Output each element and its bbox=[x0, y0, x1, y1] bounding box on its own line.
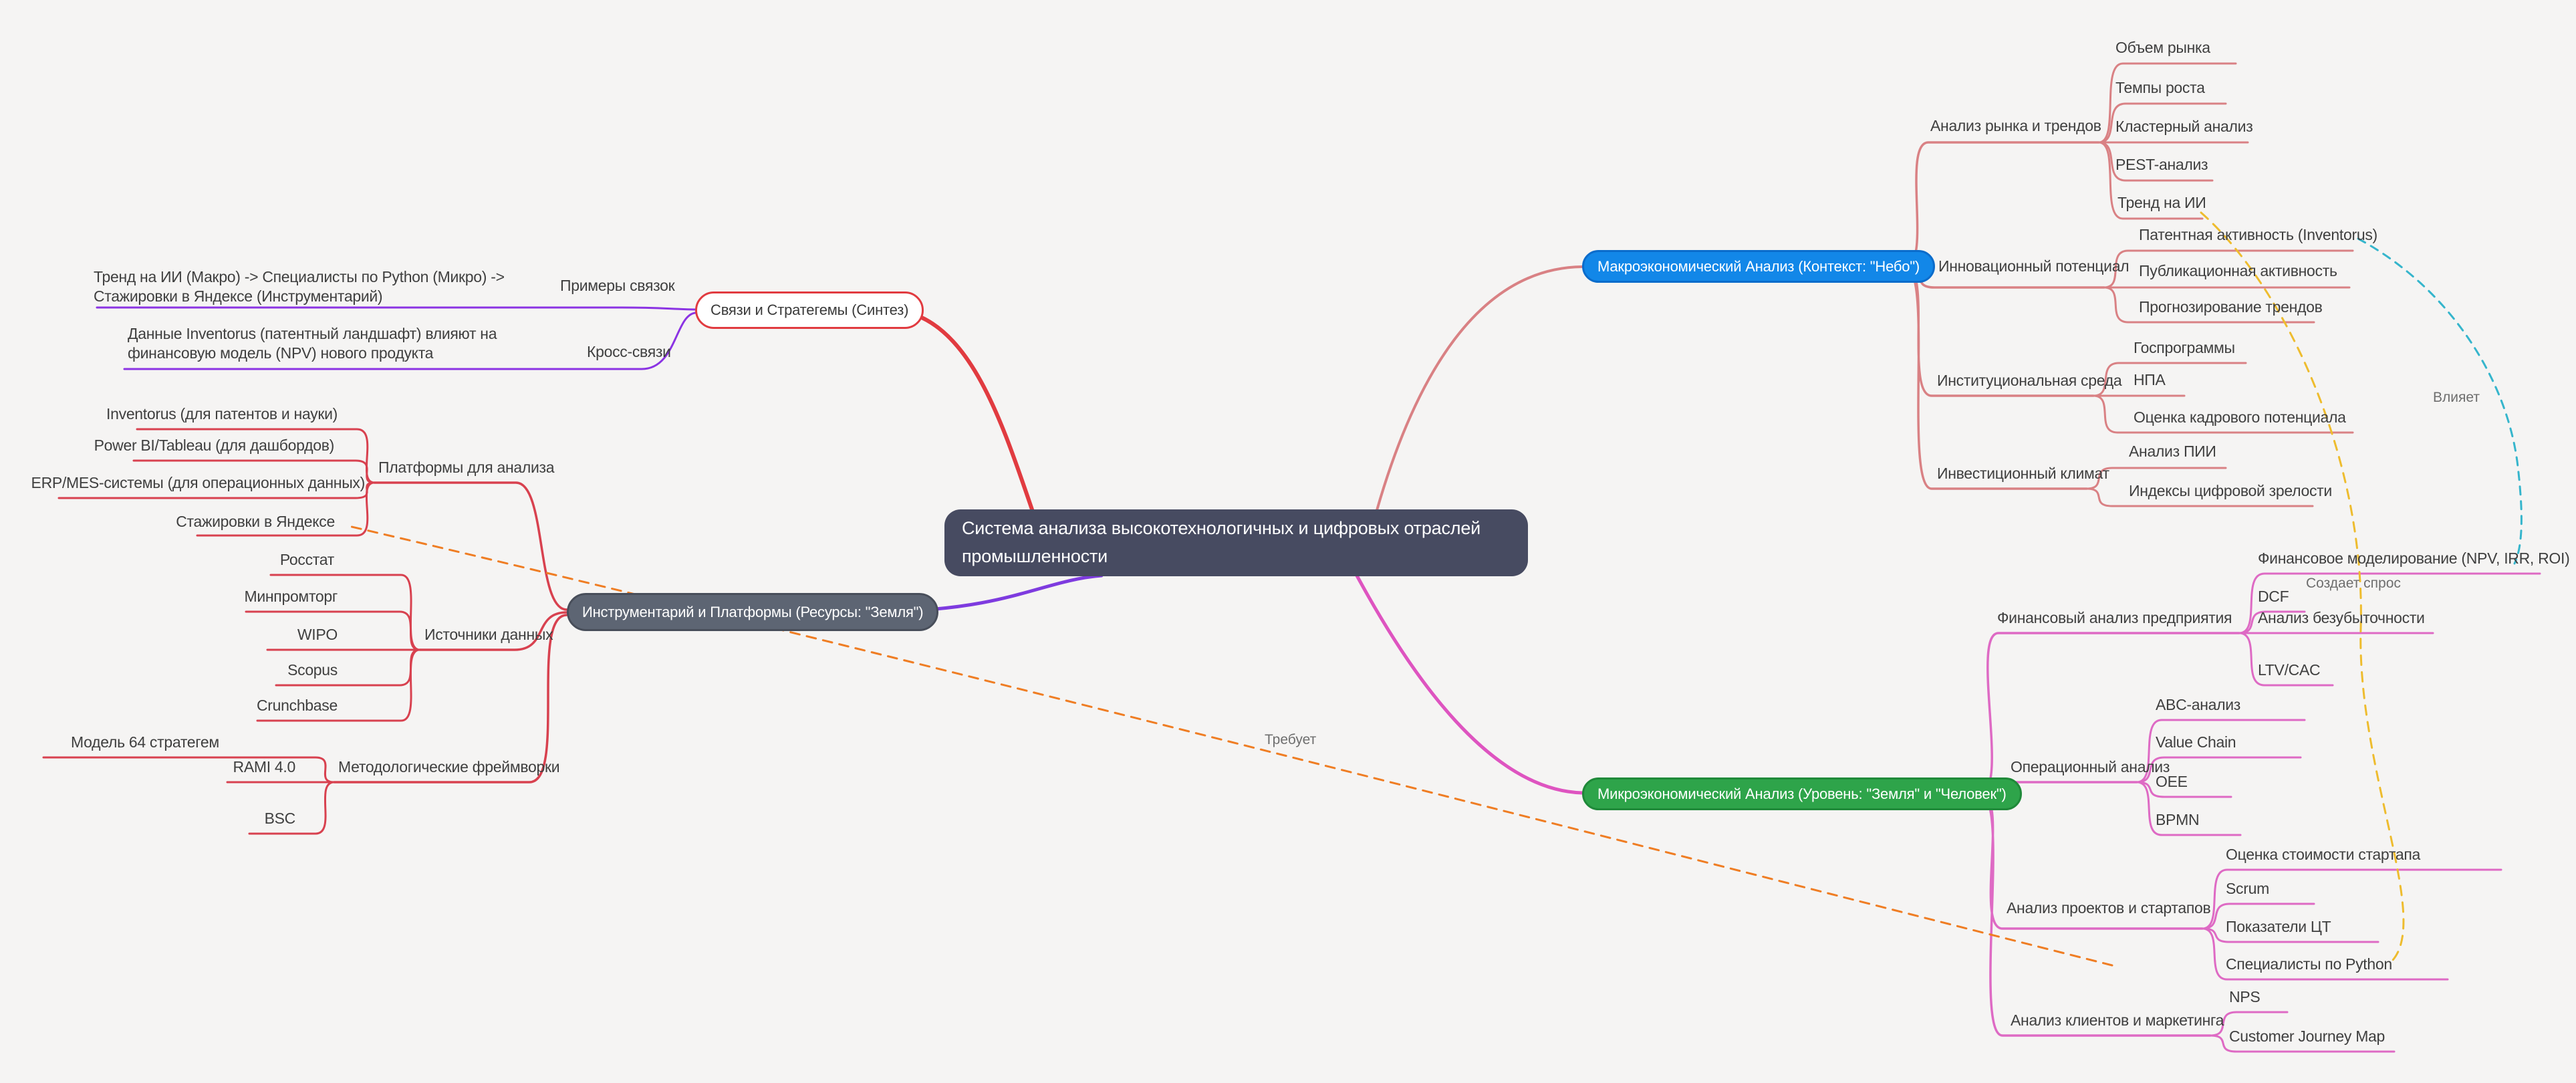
relation-label-creates-demand[interactable]: Создает спрос bbox=[2306, 576, 2401, 591]
topic-patent-activity[interactable]: Патентная активность (Inventorus) bbox=[2139, 226, 2377, 244]
topic-scrum[interactable]: Scrum bbox=[2226, 880, 2269, 898]
topic-investment-climate[interactable]: Инвестиционный климат bbox=[1937, 465, 2109, 483]
topic-bsc[interactable]: BSC bbox=[264, 810, 296, 828]
topic-yandex-internships[interactable]: Стажировки в Яндексе bbox=[176, 513, 335, 531]
synthesis-topic[interactable]: Связи и Стратегемы (Синтез) bbox=[695, 291, 924, 329]
topic-ai-trend[interactable]: Тренд на ИИ bbox=[2117, 194, 2206, 212]
topic-crunchbase[interactable]: Crunchbase bbox=[256, 697, 338, 715]
topic-minpromtorg[interactable]: Минпромторг bbox=[244, 588, 338, 606]
topic-analysis-platforms[interactable]: Платформы для анализа bbox=[378, 459, 555, 477]
topic-cluster-analysis[interactable]: Кластерный анализ bbox=[2115, 118, 2253, 136]
edge-central-micro bbox=[1355, 574, 1584, 795]
topic-publication-activity[interactable]: Публикационная активность bbox=[2139, 262, 2337, 280]
topic-institutional-environment[interactable]: Институциональная среда bbox=[1937, 372, 2122, 390]
edges-frameworks-leaves bbox=[42, 756, 336, 835]
edges-platforms-leaves bbox=[57, 428, 376, 537]
topic-64-stratagems-model[interactable]: Модель 64 стратегем bbox=[71, 733, 219, 751]
topic-hr-potential-assessment[interactable]: Оценка кадрового потенциала bbox=[2134, 408, 2346, 427]
topic-erp-mes-systems[interactable]: ERP/MES-системы (для операционных данных… bbox=[31, 474, 366, 492]
edges-market-trends-leaves bbox=[2097, 62, 2249, 220]
relation-creates-demand-line bbox=[2200, 211, 2405, 961]
topic-gov-programs[interactable]: Госпрограммы bbox=[2134, 339, 2235, 357]
edges-tools-branches bbox=[333, 481, 568, 784]
topic-link-examples[interactable]: Примеры связок bbox=[560, 277, 675, 295]
topic-projects-startups-analysis[interactable]: Анализ проектов и стартапов bbox=[2007, 899, 2211, 917]
topic-inventorus-platform[interactable]: Inventorus (для патентов и науки) bbox=[106, 405, 338, 423]
topic-rami-40[interactable]: RAMI 4.0 bbox=[233, 758, 296, 776]
topic-abc-analysis[interactable]: ABC-анализ bbox=[2156, 696, 2241, 714]
relation-influences-line bbox=[2357, 237, 2523, 565]
relation-label-requires[interactable]: Требует bbox=[1265, 732, 1317, 747]
edges-synthesis-children bbox=[96, 306, 696, 370]
topic-cross-link-example[interactable]: Данные Inventorus (патентный ландшафт) в… bbox=[128, 325, 497, 362]
edges-customers-leaves bbox=[2209, 1011, 2396, 1053]
topic-scopus[interactable]: Scopus bbox=[287, 661, 338, 679]
central-topic[interactable]: Система анализа высокотехнологичных и ци… bbox=[944, 509, 1528, 576]
topic-cross-links[interactable]: Кросс-связи bbox=[587, 343, 671, 361]
edge-central-synthesis bbox=[895, 308, 1035, 513]
topic-ltv-cac[interactable]: LTV/CAC bbox=[2258, 661, 2321, 679]
topic-python-specialists[interactable]: Специалисты по Python bbox=[2226, 955, 2392, 973]
topic-rosstat[interactable]: Росстат bbox=[279, 551, 334, 569]
topic-customers-marketing-analysis[interactable]: Анализ клиентов и маркетинга bbox=[2011, 1011, 2224, 1030]
topic-growth-rates[interactable]: Темпы роста bbox=[2115, 79, 2205, 97]
topic-bpmn[interactable]: BPMN bbox=[2156, 811, 2200, 829]
macro-topic[interactable]: Макроэкономический Анализ (Контекст: "Не… bbox=[1582, 250, 1936, 283]
edges-operational-leaves bbox=[2136, 719, 2306, 836]
topic-data-sources[interactable]: Источники данных bbox=[424, 626, 553, 644]
topic-operational-analysis[interactable]: Операционный анализ bbox=[2011, 758, 2170, 776]
topic-financial-analysis[interactable]: Финансовый анализ предприятия bbox=[1997, 609, 2232, 627]
topic-nps[interactable]: NPS bbox=[2229, 988, 2261, 1006]
topic-trend-forecasting[interactable]: Прогнозирование трендов bbox=[2139, 298, 2323, 316]
edges-innovation-leaves bbox=[2103, 249, 2354, 324]
topic-pest-analysis[interactable]: PEST-анализ bbox=[2115, 156, 2208, 174]
topic-regulations-npa[interactable]: НПА bbox=[2134, 371, 2166, 389]
topic-innovation-potential[interactable]: Инновационный потенциал bbox=[1938, 257, 2130, 275]
edges-investment-leaves bbox=[2085, 467, 2314, 507]
topic-digital-maturity-indices[interactable]: Индексы цифровой зрелости bbox=[2129, 482, 2332, 500]
topic-dt-indicators[interactable]: Показатели ЦТ bbox=[2226, 918, 2331, 936]
edges-macro-branches bbox=[1905, 141, 2105, 490]
topic-wipo[interactable]: WIPO bbox=[297, 626, 338, 644]
topic-breakeven-analysis[interactable]: Анализ безубыточности bbox=[2258, 609, 2425, 627]
edges-institutional-leaves bbox=[2092, 362, 2354, 434]
topic-dcf[interactable]: DCF bbox=[2258, 588, 2289, 606]
relation-requires-line bbox=[348, 525, 2113, 967]
topic-market-volume[interactable]: Объем рынка bbox=[2115, 39, 2210, 57]
edge-central-macro bbox=[1376, 265, 1583, 511]
topic-financial-modeling[interactable]: Финансовое моделирование (NPV, IRR, ROI) bbox=[2258, 550, 2570, 568]
topic-customer-journey-map[interactable]: Customer Journey Map bbox=[2229, 1028, 2386, 1046]
topic-market-trends-analysis[interactable]: Анализ рынка и трендов bbox=[1930, 117, 2101, 135]
topic-fdi-analysis[interactable]: Анализ ПИИ bbox=[2129, 443, 2216, 461]
topic-oee[interactable]: OEE bbox=[2156, 773, 2188, 791]
topic-method-frameworks[interactable]: Методологические фреймворки bbox=[338, 758, 560, 776]
tools-topic[interactable]: Инструментарий и Платформы (Ресурсы: "Зе… bbox=[567, 593, 939, 631]
topic-startup-valuation[interactable]: Оценка стоимости стартапа bbox=[2226, 846, 2421, 864]
relation-label-influences[interactable]: Влияет bbox=[2433, 390, 2480, 405]
micro-topic[interactable]: Микроэкономический Анализ (Уровень: "Зем… bbox=[1582, 777, 2022, 810]
edges-financial-leaves bbox=[2238, 572, 2541, 687]
edges-projects-leaves bbox=[2201, 868, 2502, 981]
topic-value-chain[interactable]: Value Chain bbox=[2156, 733, 2236, 751]
edges-sources-leaves bbox=[245, 574, 421, 722]
topic-link-example-chain[interactable]: Тренд на ИИ (Макро) -> Специалисты по Py… bbox=[94, 268, 505, 305]
topic-powerbi-tableau[interactable]: Power BI/Tableau (для дашбордов) bbox=[94, 437, 335, 455]
